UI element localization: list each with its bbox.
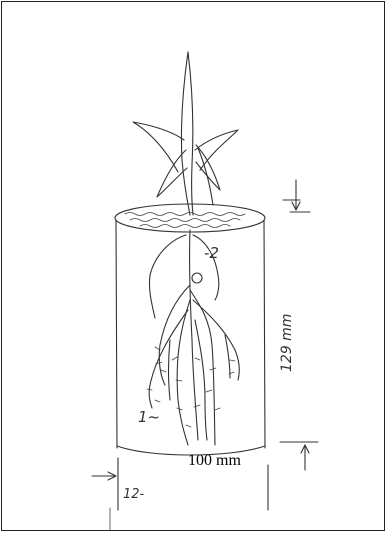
root-system bbox=[147, 230, 239, 445]
bottom-dimension-note: 12- bbox=[123, 487, 145, 502]
soil-surface bbox=[115, 204, 265, 232]
label-1: 1~ bbox=[138, 408, 160, 426]
height-dimension-label: 129 mm bbox=[279, 314, 295, 372]
label-2: -2 bbox=[204, 244, 219, 262]
plant-shoot bbox=[133, 52, 238, 215]
width-dimension-label: 100 mm bbox=[188, 452, 241, 470]
